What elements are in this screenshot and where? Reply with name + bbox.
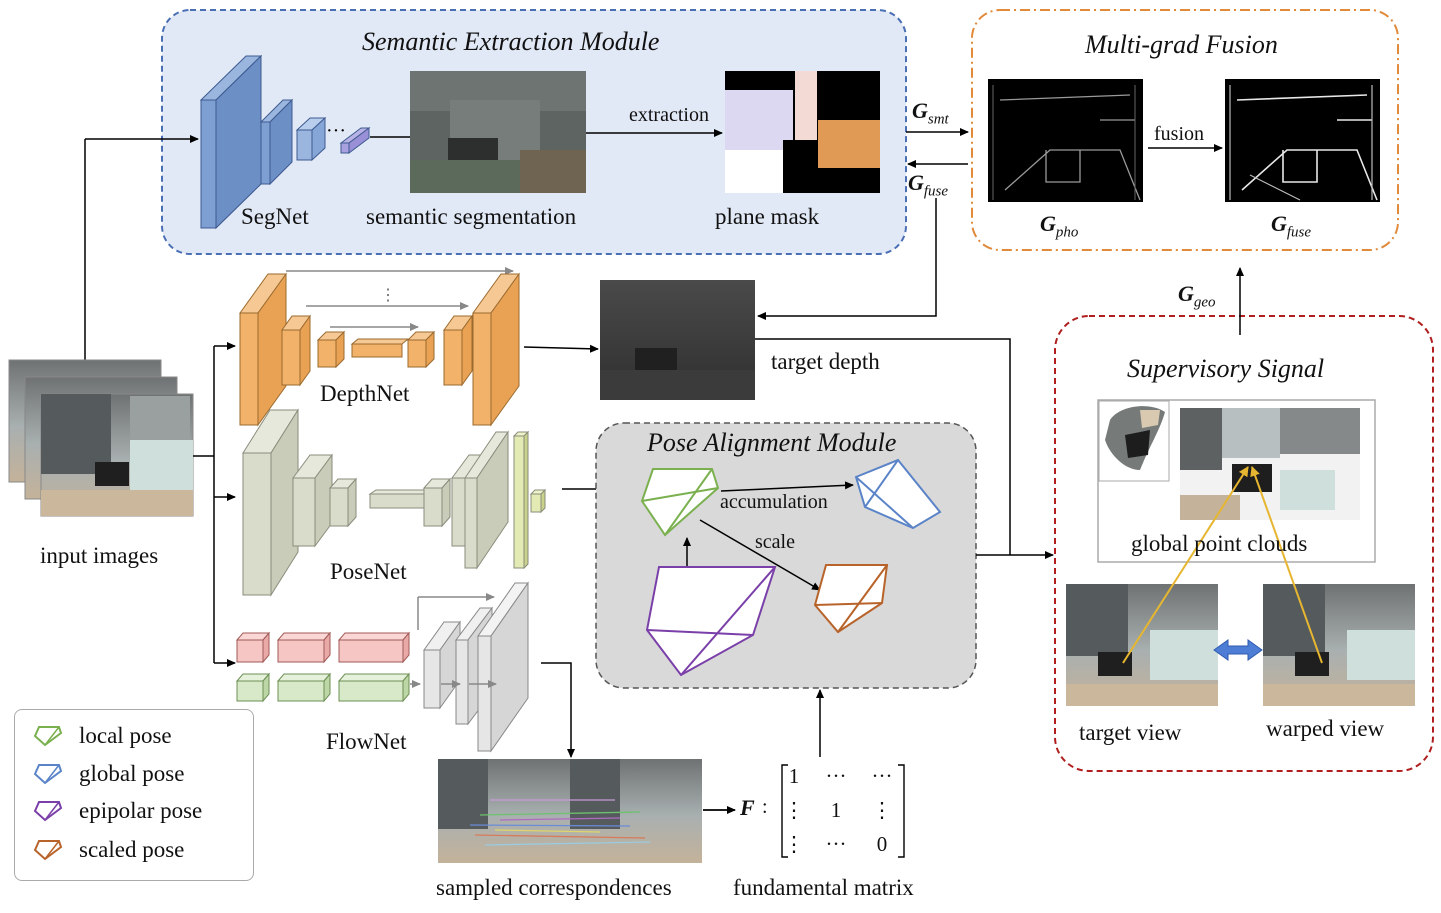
matrix-r2c2: 1 [830,798,842,822]
legend: local pose global pose epipolar pose sca… [14,709,254,881]
global-point-clouds-label: global point clouds [1131,531,1308,556]
matrix-r1c1: 1 [788,764,800,788]
matrix-r3c1: ⋮ [783,832,805,856]
legend-label-global-pose: global pose [79,761,185,786]
plane-mask-label: plane mask [715,204,820,229]
g-fuse-image [1225,79,1380,202]
fusion-module-title: Multi-grad Fusion [1085,30,1278,59]
g-pho-image [988,79,1143,202]
supervisory-title: Supervisory Signal [1127,354,1325,383]
legend-item-local-pose: local pose [31,722,172,750]
global-pose-icon [33,764,63,785]
global-pose-frustum [854,458,942,530]
g-fuse-right-label: Gfuse [1271,211,1312,241]
epipolar-pose-icon [33,801,63,822]
svg-text:⋮: ⋮ [380,287,396,304]
matrix-r3c2: ··· [825,832,847,856]
matrix-r1c2: ··· [825,764,847,788]
f-colon: : [762,796,768,818]
target-depth-label: target depth [771,349,880,374]
svg-text:···: ··· [326,120,346,142]
legend-item-epipolar-pose: epipolar pose [31,797,202,825]
scaled-pose-frustum [813,564,889,634]
g-pho-label: Gpho [1040,211,1079,241]
flownet-label: FlowNet [326,729,407,754]
epipolar-pose-frustum [645,566,777,677]
legend-label-local-pose: local pose [79,723,172,748]
matrix-r3c3: 0 [876,832,888,856]
point-cloud-scene [1180,408,1360,520]
legend-label-scaled-pose: scaled pose [79,837,185,862]
local-pose-frustum [640,468,720,537]
f-symbol: F [740,795,755,820]
sampled-correspondences-label: sampled correspondences [436,875,672,900]
semantic-module-title: Semantic Extraction Module [362,27,660,56]
segnet-label: SegNet [241,204,309,229]
fundamental-matrix: 1 ··· ··· ⋮ 1 ⋮ ⋮ ··· 0 [778,760,906,860]
sampled-correspondences-image [438,759,702,863]
posenet-label: PoseNet [330,559,407,584]
flownet-graphic [235,581,529,753]
scaled-pose-icon [33,840,63,861]
target-view-label: target view [1079,720,1182,745]
semantic-segmentation-label: semantic segmentation [366,204,577,229]
legend-item-global-pose: global pose [31,760,184,788]
scale-label: scale [755,531,795,553]
target-view-image [1066,584,1218,706]
posenet-graphic [242,408,547,597]
g-smt-label: Gsmt [912,98,949,128]
warped-view-label: warped view [1266,716,1385,741]
double-arrow-icon [1213,639,1263,661]
target-depth-image [600,280,755,400]
plane-mask-image [725,71,880,193]
local-pose-icon [33,726,63,747]
legend-label-epipolar-pose: epipolar pose [79,798,203,823]
matrix-r2c3: ⋮ [871,798,893,822]
input-images-label: input images [40,543,159,568]
fundamental-matrix-label: fundamental matrix [733,875,914,900]
semantic-segmentation-image [410,71,586,193]
fusion-label: fusion [1154,123,1204,145]
extraction-label: extraction [629,104,709,126]
depthnet-label: DepthNet [320,381,410,406]
pose-module-box [595,422,977,689]
accumulation-label: accumulation [720,491,828,513]
warped-view-image [1263,584,1415,706]
pose-module-title: Pose Alignment Module [647,428,897,457]
segnet-graphic: ··· [199,54,371,230]
matrix-r2c1: ⋮ [783,798,805,822]
point-cloud-thumbnail [1098,400,1170,482]
legend-item-scaled-pose: scaled pose [31,836,184,864]
depthnet-graphic: ⋮ [239,267,520,427]
g-geo-label: Ggeo [1178,281,1216,311]
input-images-stack [8,359,194,517]
matrix-r1c3: ··· [871,764,893,788]
g-fuse-left-label: Gfuse [908,170,949,200]
